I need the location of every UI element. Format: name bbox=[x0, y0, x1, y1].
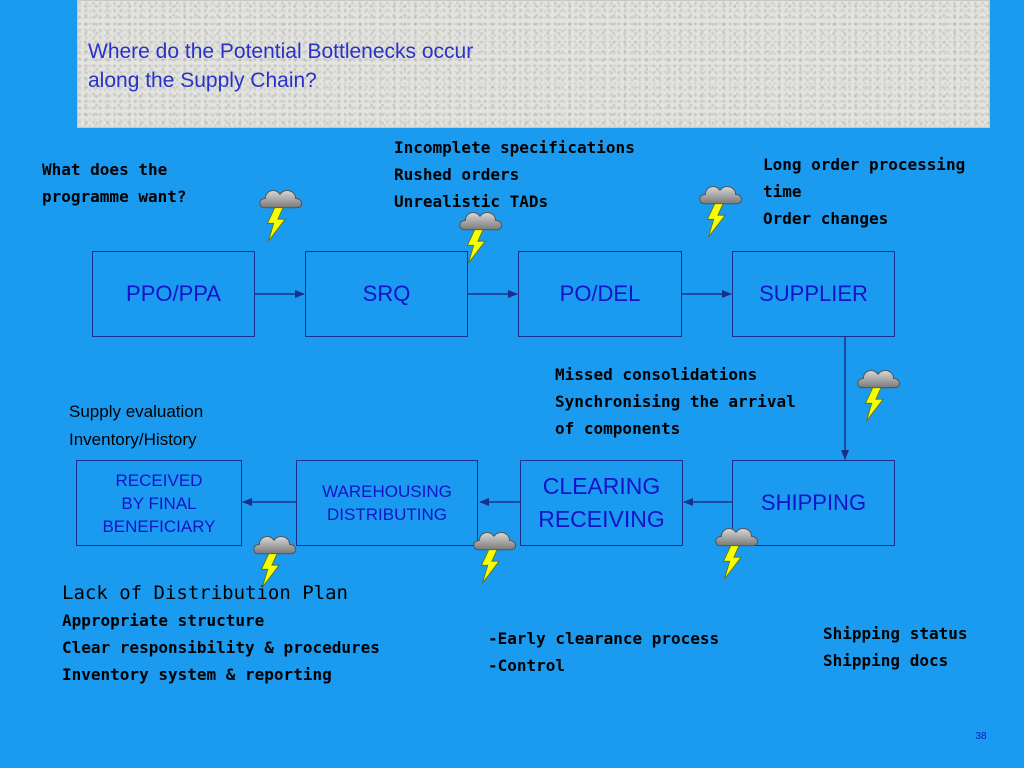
storm-cloud-lightning-icon bbox=[259, 190, 303, 242]
note-line: Synchronising the arrival bbox=[555, 392, 796, 411]
box-label-line: WAREHOUSING bbox=[322, 482, 452, 501]
title-line: Where do the Potential Bottlenecks occur bbox=[88, 40, 474, 63]
box-label-line: CLEARING bbox=[542, 473, 661, 499]
box-srq: SRQ bbox=[305, 251, 468, 337]
box-label-line: BY FINAL bbox=[121, 493, 197, 513]
box-label: PPO/PPA bbox=[126, 281, 221, 306]
note-line: -Control bbox=[488, 656, 566, 675]
note-srq-issues: Incomplete specifications Rushed orders … bbox=[394, 134, 635, 215]
storm-cloud-lightning-icon bbox=[253, 536, 297, 588]
box-label: SRQ bbox=[362, 281, 411, 306]
storm-cloud-lightning-icon bbox=[459, 212, 503, 264]
box-received: RECEIVED BY FINAL BENEFICIARY bbox=[76, 460, 242, 546]
box-label: SUPPLIER bbox=[759, 281, 868, 306]
note-line: Missed consolidations bbox=[555, 365, 758, 384]
note-clearance: -Early clearance process -Control bbox=[488, 625, 719, 679]
note-line: Long order processing bbox=[763, 155, 966, 174]
box-label-line: RECEIVED bbox=[115, 470, 203, 490]
note-line: time bbox=[763, 182, 802, 201]
note-line: What does the bbox=[42, 160, 168, 179]
box-label-line: SHIPPING bbox=[760, 490, 867, 515]
note-programme-needs: What does the programme want? bbox=[42, 156, 187, 210]
box-label-line: RECEIVING bbox=[538, 506, 665, 532]
note-line: Clear responsibility & procedures bbox=[62, 638, 380, 657]
box-clearing: CLEARING RECEIVING bbox=[520, 460, 683, 546]
note-supplier-issues: Long order processing time Order changes bbox=[763, 151, 965, 232]
note-line: programme want? bbox=[42, 187, 187, 206]
box-label-line: DISTRIBUTING bbox=[327, 505, 447, 524]
box-supplier: SUPPLIER bbox=[732, 251, 895, 337]
storm-cloud-lightning-icon bbox=[473, 532, 517, 584]
box-label-line: BENEFICIARY bbox=[102, 516, 216, 536]
box-warehousing: WAREHOUSING DISTRIBUTING bbox=[296, 460, 478, 546]
note-line: Supply evaluation bbox=[69, 402, 204, 421]
page-number: 38 bbox=[975, 731, 987, 742]
storm-cloud-lightning-icon bbox=[699, 186, 743, 238]
box-ppo-ppa: PPO/PPA bbox=[92, 251, 255, 337]
note-line: of components bbox=[555, 419, 681, 438]
box-po-del: PO/DEL bbox=[518, 251, 682, 337]
slide-title: Where do the Potential Bottlenecks occur… bbox=[88, 37, 473, 95]
box-shipping: SHIPPING bbox=[732, 460, 895, 546]
note-line: Rushed orders bbox=[394, 165, 520, 184]
note-line: -Early clearance process bbox=[488, 629, 720, 648]
note-supply-evaluation: Supply evaluation Inventory/History bbox=[69, 398, 203, 454]
storm-cloud-lightning-icon bbox=[857, 370, 901, 422]
title-line: along the Supply Chain? bbox=[88, 69, 317, 92]
storm-cloud-lightning-icon bbox=[715, 528, 759, 580]
note-distribution-plan: Lack of Distribution Plan Appropriate st… bbox=[62, 580, 380, 688]
note-line: Unrealistic TADs bbox=[394, 192, 549, 211]
note-line: Inventory/History bbox=[69, 430, 197, 449]
box-label: PO/DEL bbox=[559, 281, 641, 306]
title-panel: Where do the Potential Bottlenecks occur… bbox=[77, 0, 990, 128]
note-line: Inventory system & reporting bbox=[62, 665, 332, 684]
note-heading: Lack of Distribution Plan bbox=[62, 582, 348, 604]
note-transit-issues: Missed consolidations Synchronising the … bbox=[555, 361, 796, 442]
note-shipping-docs: Shipping status Shipping docs bbox=[823, 620, 968, 674]
note-line: Shipping docs bbox=[823, 651, 949, 670]
note-line: Order changes bbox=[763, 209, 889, 228]
note-line: Shipping status bbox=[823, 624, 968, 643]
note-line: Incomplete specifications bbox=[394, 138, 635, 157]
note-line: Appropriate structure bbox=[62, 611, 265, 630]
